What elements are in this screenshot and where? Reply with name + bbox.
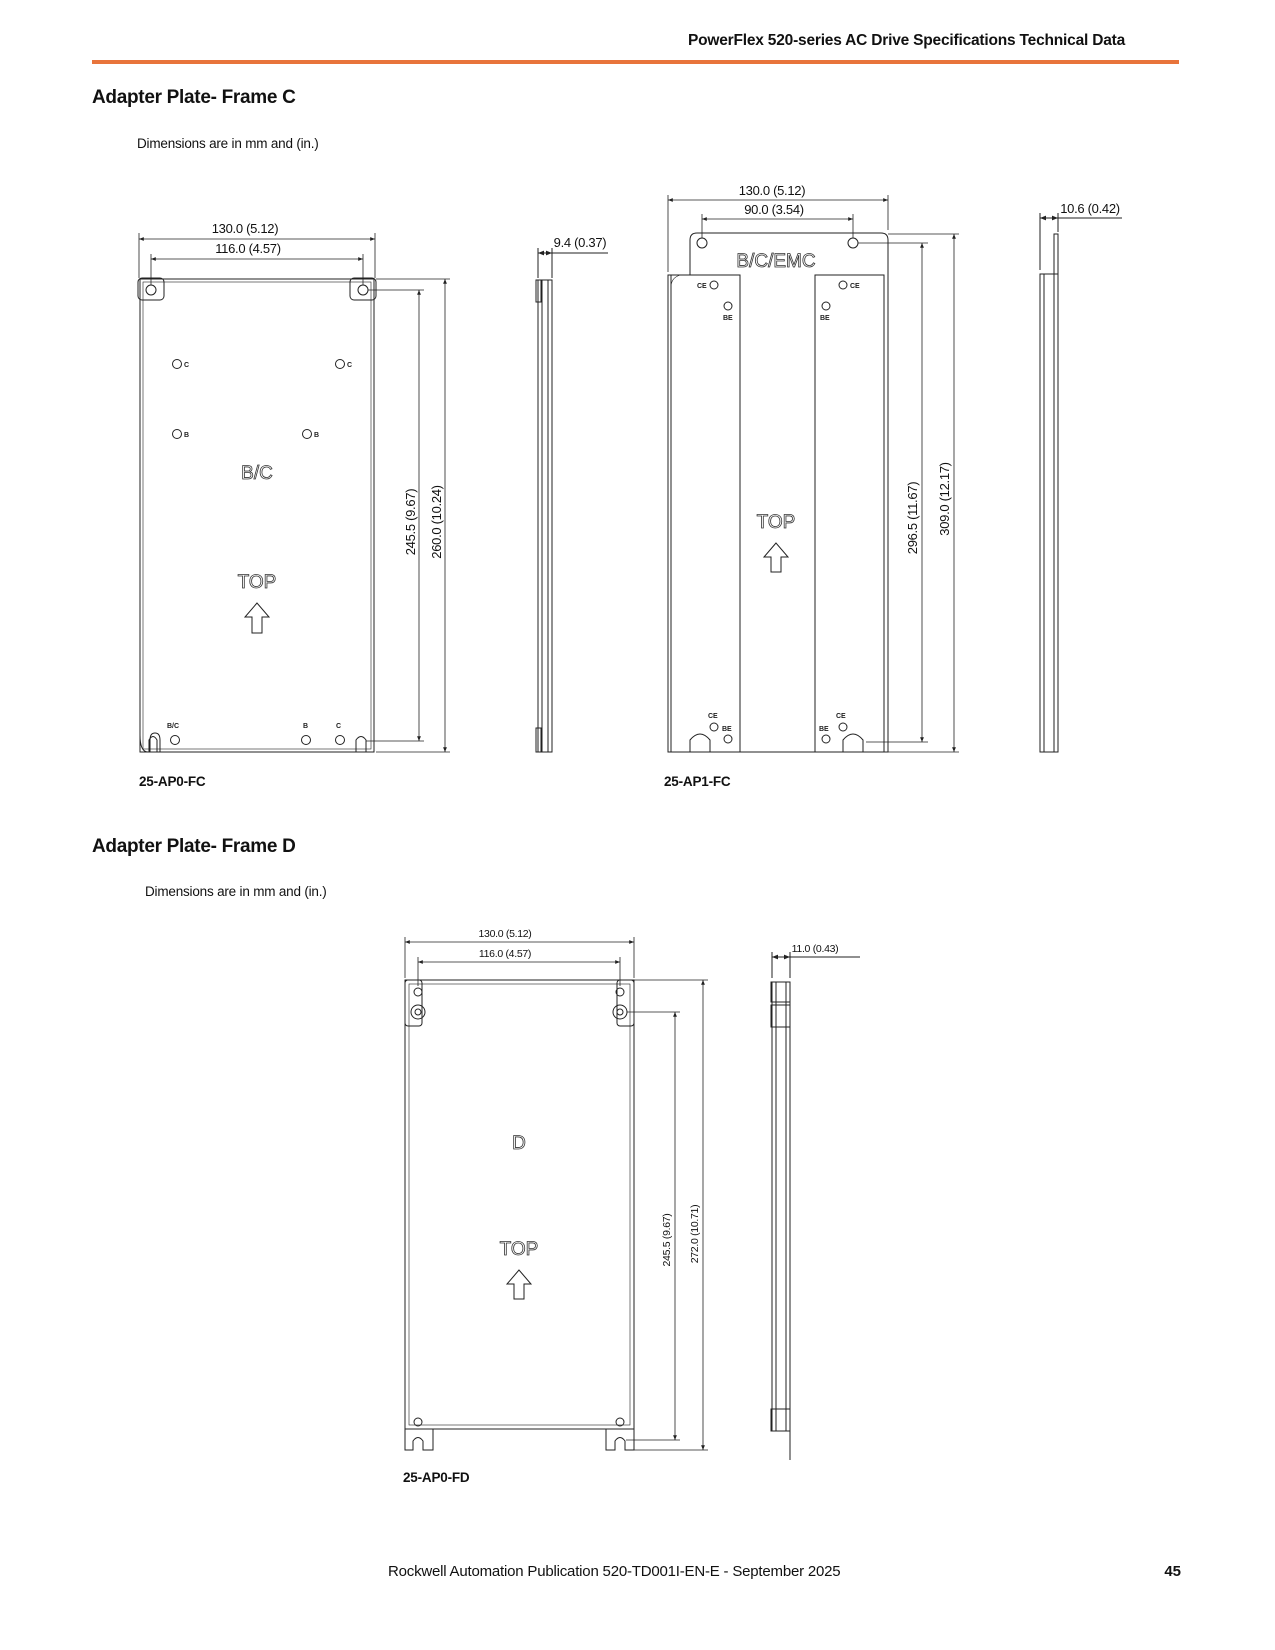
plate-25-ap0-fd-side <box>770 952 860 1460</box>
plate-25-ap0-fc-side <box>535 248 608 753</box>
caption-25-ap0-fc: 25-AP0-FC <box>139 774 206 789</box>
hole-mark-ce-right: CE <box>850 283 860 290</box>
hole-mark-b-right: B <box>314 432 319 439</box>
plate-25-ap1-fc-marks: CE CE BE BE CE CE BE BE <box>697 283 860 733</box>
plate-label-top-ap0-fc: TOP <box>238 572 277 593</box>
hole-mark-c-bottom: C <box>336 723 341 730</box>
dim-ap1-fc-height-holes: 296.5 (11.67) <box>905 482 920 554</box>
dim-ap0-fd-width-holes: 116.0 (4.57) <box>479 948 531 960</box>
plate-25-ap0-fc-marks: C C B B B/C B C <box>167 362 352 730</box>
page-number: 45 <box>1164 1563 1181 1580</box>
dim-ap0-fc-height-overall: 260.0 (10.24) <box>429 485 444 558</box>
plate-25-ap0-fc-front <box>137 277 377 753</box>
dim-ap0-fd-height-overall: 272.0 (10.71) <box>689 1205 701 1264</box>
plate-25-ap0-fd-front <box>404 979 635 1451</box>
caption-25-ap0-fd: 25-AP0-FD <box>403 1470 470 1485</box>
dims-25-ap0-fc <box>138 233 450 753</box>
dim-ap0-fc-height-holes: 245.5 (9.67) <box>403 489 418 556</box>
hole-mark-b-bottom: B <box>303 723 308 730</box>
dims-25-ap1-fc <box>667 195 959 753</box>
footer-publication: Rockwell Automation Publication 520-TD00… <box>388 1563 841 1580</box>
dim-ap0-fd-height-holes: 245.5 (9.67) <box>661 1213 673 1266</box>
hole-mark-be-right: BE <box>820 315 830 322</box>
dim-ap0-fc-thickness: 9.4 (0.37) <box>554 235 607 250</box>
hole-mark-bc-bottom: B/C <box>167 723 179 730</box>
caption-25-ap1-fc: 25-AP1-FC <box>664 774 731 789</box>
dim-ap1-fc-thickness: 10.6 (0.42) <box>1060 201 1120 216</box>
dim-ap1-fc-height-overall: 309.0 (12.17) <box>937 462 952 535</box>
hole-mark-ce-left: CE <box>697 283 707 290</box>
plate-label-bc: B/C <box>241 463 273 484</box>
plate-label-bc-emc: B/C/EMC <box>736 251 815 272</box>
dim-ap0-fd-width-outer: 130.0 (5.12) <box>478 928 531 940</box>
hole-mark-be-bottom-left: BE <box>722 726 732 733</box>
section-title-frame-c: Adapter Plate- Frame C <box>92 87 296 108</box>
hole-mark-be-bottom-right: BE <box>819 726 829 733</box>
dimensions-note-frame-d: Dimensions are in mm and (in.) <box>145 884 327 899</box>
dim-ap0-fc-width-outer: 130.0 (5.12) <box>212 221 279 236</box>
dim-ap1-fc-width-holes: 90.0 (3.54) <box>744 202 804 217</box>
plate-label-top-ap0-fd: TOP <box>500 1239 539 1260</box>
hole-mark-c-left: C <box>184 362 189 369</box>
section-title-frame-d: Adapter Plate- Frame D <box>92 836 296 857</box>
dim-ap0-fd-thickness: 11.0 (0.43) <box>792 943 839 955</box>
hole-mark-ce-bottom-left: CE <box>708 713 718 720</box>
dimensions-note-frame-c: Dimensions are in mm and (in.) <box>137 136 319 151</box>
hole-mark-be-left: BE <box>723 315 733 322</box>
running-header: PowerFlex 520-series AC Drive Specificat… <box>687 32 1125 49</box>
dims-25-ap0-fd <box>404 937 708 1451</box>
plate-label-d: D <box>512 1133 526 1154</box>
header-rule <box>92 60 1179 64</box>
hole-mark-c-right: C <box>347 362 352 369</box>
hole-mark-b-left: B <box>184 432 189 439</box>
plate-25-ap1-fc-front <box>667 232 889 753</box>
hole-mark-ce-bottom-right: CE <box>836 713 846 720</box>
dim-ap1-fc-width-outer: 130.0 (5.12) <box>739 183 806 198</box>
plate-25-ap1-fc-side <box>1039 213 1122 753</box>
dim-ap0-fc-width-holes: 116.0 (4.57) <box>215 241 281 256</box>
plate-label-top-ap1-fc: TOP <box>757 512 796 533</box>
